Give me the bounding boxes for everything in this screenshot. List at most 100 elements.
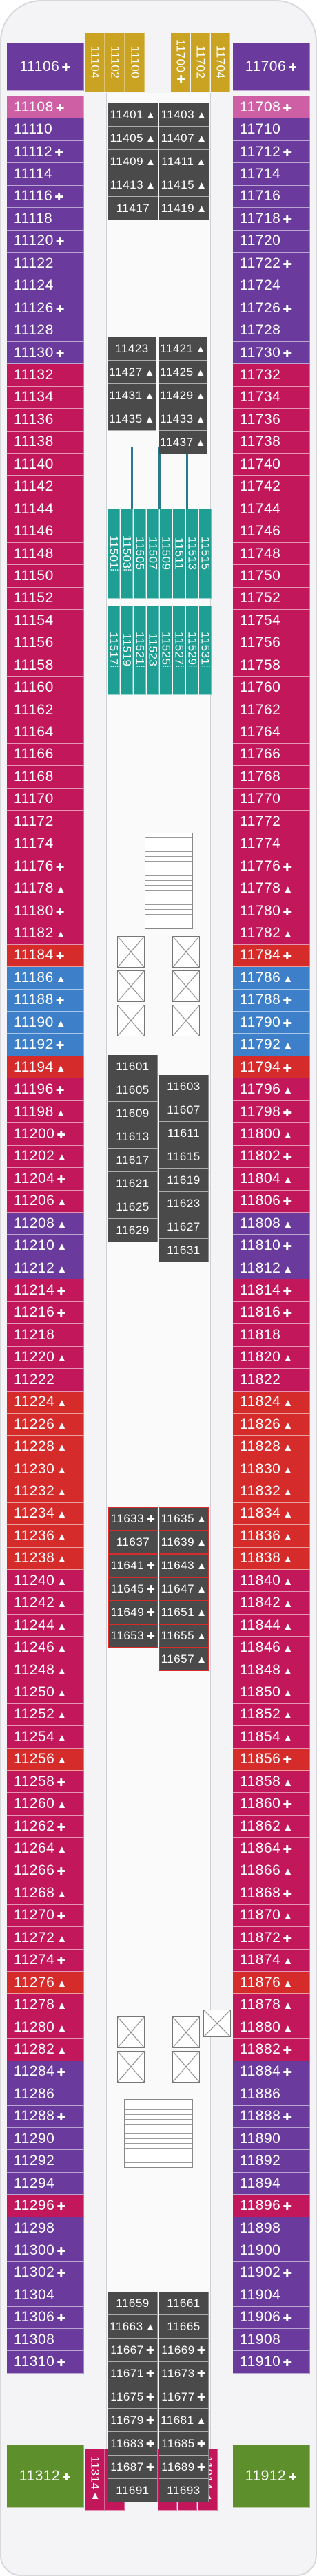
cabin-11621[interactable]: 11621 bbox=[108, 1172, 158, 1195]
cabin-11134[interactable]: 11134 bbox=[7, 386, 84, 409]
cabin-11906[interactable]: 11906✚ bbox=[233, 2306, 310, 2329]
cabin-11671[interactable]: 11671✚ bbox=[108, 2362, 158, 2385]
cabin-11214[interactable]: 11214✚ bbox=[7, 1279, 84, 1302]
cabin-11200[interactable]: 11200✚ bbox=[7, 1123, 84, 1146]
cabin-11864[interactable]: 11864✚ bbox=[233, 1838, 310, 1860]
cabin-11308[interactable]: 11308 bbox=[7, 2329, 84, 2352]
cabin-11860[interactable]: 11860✚ bbox=[233, 1793, 310, 1816]
cabin-11908[interactable]: 11908 bbox=[233, 2329, 310, 2352]
cabin-11164[interactable]: 11164 bbox=[7, 721, 84, 744]
cabin-11170[interactable]: 11170 bbox=[7, 788, 84, 811]
cabin-11850[interactable]: 11850▲ bbox=[233, 1681, 310, 1704]
cabin-11144[interactable]: 11144 bbox=[7, 498, 84, 521]
cabin-11806[interactable]: 11806✚ bbox=[233, 1190, 310, 1213]
cabin-11421[interactable]: 11421▲ bbox=[159, 337, 207, 361]
cabin-11262[interactable]: 11262✚ bbox=[7, 1815, 84, 1838]
cabin-11242[interactable]: 11242▲ bbox=[7, 1592, 84, 1615]
cabin-11415[interactable]: 11415▲ bbox=[159, 173, 209, 197]
cabin-11232[interactable]: 11232▲ bbox=[7, 1480, 84, 1503]
cabin-11234[interactable]: 11234▲ bbox=[7, 1502, 84, 1526]
cabin-11892[interactable]: 11892 bbox=[233, 2150, 310, 2173]
cabin-11724[interactable]: 11724 bbox=[233, 275, 310, 297]
cabin-11874[interactable]: 11874▲ bbox=[233, 1949, 310, 1972]
cabin-11818[interactable]: 11818 bbox=[233, 1324, 310, 1347]
cabin-11515[interactable]: 11515 bbox=[199, 509, 212, 599]
cabin-11710[interactable]: 11710 bbox=[233, 118, 310, 141]
cabin-11846[interactable]: 11846▲ bbox=[233, 1637, 310, 1659]
cabin-11822[interactable]: 11822 bbox=[233, 1369, 310, 1392]
cabin-11150[interactable]: 11150 bbox=[7, 565, 84, 588]
cabin-11816[interactable]: 11816✚ bbox=[233, 1301, 310, 1325]
cabin-11290[interactable]: 11290 bbox=[7, 2128, 84, 2151]
cabin-11645[interactable]: 11645✚ bbox=[108, 1577, 158, 1601]
cabin-11423[interactable]: 11423 bbox=[108, 337, 156, 361]
cabin-11521[interactable]: 11521⁞ bbox=[134, 606, 146, 695]
cabin-11714[interactable]: 11714 bbox=[233, 163, 310, 186]
cabin-11186[interactable]: 11186▲ bbox=[7, 967, 84, 990]
cabin-11236[interactable]: 11236▲ bbox=[7, 1525, 84, 1548]
cabin-11641[interactable]: 11641✚ bbox=[108, 1554, 158, 1577]
cabin-11708[interactable]: 11708✚ bbox=[233, 96, 310, 119]
cabin-11828[interactable]: 11828▲ bbox=[233, 1436, 310, 1458]
cabin-11882[interactable]: 11882✚ bbox=[233, 2039, 310, 2061]
cabin-11288[interactable]: 11288✚ bbox=[7, 2105, 84, 2129]
cabin-11194[interactable]: 11194▲ bbox=[7, 1056, 84, 1079]
cabin-11619[interactable]: 11619 bbox=[159, 1169, 209, 1192]
cabin-11615[interactable]: 11615 bbox=[159, 1145, 209, 1169]
cabin-11304[interactable]: 11304 bbox=[7, 2284, 84, 2307]
cabin-11228[interactable]: 11228▲ bbox=[7, 1436, 84, 1458]
cabin-11302[interactable]: 11302✚ bbox=[7, 2261, 84, 2285]
cabin-11693[interactable]: 11693 bbox=[159, 2479, 209, 2502]
cabin-11629[interactable]: 11629 bbox=[108, 1219, 158, 1242]
cabin-11429[interactable]: 11429▲ bbox=[159, 384, 207, 407]
cabin-11778[interactable]: 11778▲ bbox=[233, 877, 310, 900]
cabin-11812[interactable]: 11812▲ bbox=[233, 1257, 310, 1280]
cabin-11872[interactable]: 11872✚ bbox=[233, 1927, 310, 1950]
cabin-11603[interactable]: 11603 bbox=[159, 1075, 209, 1098]
cabin-11401[interactable]: 11401▲ bbox=[108, 103, 158, 127]
cabin-11300[interactable]: 11300✚ bbox=[7, 2239, 84, 2262]
cabin-11898[interactable]: 11898 bbox=[233, 2217, 310, 2240]
cabin-11738[interactable]: 11738 bbox=[233, 431, 310, 454]
cabin-11417[interactable]: 11417 bbox=[108, 197, 158, 220]
cabin-11206[interactable]: 11206▲ bbox=[7, 1190, 84, 1213]
cabin-11433[interactable]: 11433▲ bbox=[159, 407, 207, 431]
cabin-11756[interactable]: 11756 bbox=[233, 632, 310, 654]
cabin-11748[interactable]: 11748 bbox=[233, 542, 310, 566]
cabin-11764[interactable]: 11764 bbox=[233, 721, 310, 744]
cabin-11158[interactable]: 11158 bbox=[7, 654, 84, 677]
cabin-11110[interactable]: 11110 bbox=[7, 118, 84, 141]
cabin-11435[interactable]: 11435▲ bbox=[108, 407, 156, 431]
cabin-11505[interactable]: 11505 bbox=[134, 509, 146, 599]
cabin-11836[interactable]: 11836▲ bbox=[233, 1525, 310, 1548]
cabin-11744[interactable]: 11744 bbox=[233, 498, 310, 521]
cabin-11523[interactable]: 11523 bbox=[147, 606, 159, 695]
cabin-11272[interactable]: 11272▲ bbox=[7, 1927, 84, 1950]
cabin-11896[interactable]: 11896✚ bbox=[233, 2195, 310, 2217]
cabin-11824[interactable]: 11824▲ bbox=[233, 1391, 310, 1414]
cabin-11912[interactable]: 11912✚ bbox=[233, 2445, 310, 2508]
cabin-11732[interactable]: 11732 bbox=[233, 364, 310, 387]
cabin-11814[interactable]: 11814✚ bbox=[233, 1279, 310, 1302]
cabin-11312[interactable]: 11312✚ bbox=[7, 2445, 84, 2508]
cabin-11760[interactable]: 11760 bbox=[233, 677, 310, 699]
cabin-11772[interactable]: 11772 bbox=[233, 811, 310, 833]
cabin-11790[interactable]: 11790✚ bbox=[233, 1012, 310, 1034]
cabin-11718[interactable]: 11718✚ bbox=[233, 208, 310, 231]
cabin-11172[interactable]: 11172 bbox=[7, 811, 84, 833]
cabin-11902[interactable]: 11902✚ bbox=[233, 2261, 310, 2285]
cabin-11176[interactable]: 11176✚ bbox=[7, 855, 84, 878]
cabin-11250[interactable]: 11250▲ bbox=[7, 1681, 84, 1704]
cabin-11840[interactable]: 11840▲ bbox=[233, 1570, 310, 1593]
cabin-11296[interactable]: 11296✚ bbox=[7, 2195, 84, 2217]
cabin-11108[interactable]: 11108✚ bbox=[7, 96, 84, 119]
cabin-11886[interactable]: 11886 bbox=[233, 2083, 310, 2106]
cabin-11728[interactable]: 11728 bbox=[233, 319, 310, 342]
cabin-11810[interactable]: 11810✚ bbox=[233, 1235, 310, 1257]
cabin-11665[interactable]: 11665 bbox=[159, 2315, 209, 2339]
cabin-11136[interactable]: 11136 bbox=[7, 409, 84, 432]
cabin-11720[interactable]: 11720 bbox=[233, 230, 310, 253]
cabin-11880[interactable]: 11880▲ bbox=[233, 2016, 310, 2039]
cabin-11292[interactable]: 11292 bbox=[7, 2150, 84, 2173]
cabin-11776[interactable]: 11776✚ bbox=[233, 855, 310, 878]
